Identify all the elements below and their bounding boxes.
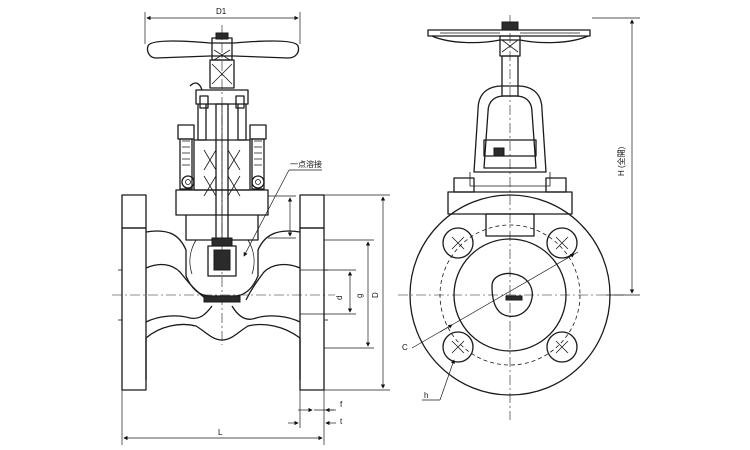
front-view: 一点溶接 D1 d g D <box>112 7 390 445</box>
dim-H: H (全開) <box>592 17 640 296</box>
t-label: t <box>340 417 343 426</box>
dim-d-g-D: d g D <box>300 194 390 391</box>
d-label: d <box>335 296 344 300</box>
yoke-side <box>469 55 551 187</box>
flanges-front <box>118 194 328 391</box>
stem-yoke-front <box>189 59 249 241</box>
D-label: D <box>371 292 380 298</box>
dim-f-t-L: f t L <box>121 390 343 445</box>
dim-C: C <box>402 251 579 352</box>
side-view: C h H (全開) <box>398 15 640 420</box>
body-front <box>145 230 301 380</box>
handwheel-front <box>146 32 300 61</box>
D1-label: D1 <box>216 7 227 16</box>
bonnet-nuts-side <box>447 177 573 237</box>
g-label: g <box>355 294 364 298</box>
bonnet-front <box>175 189 269 277</box>
L-label: L <box>218 428 223 437</box>
f-label: f <box>340 400 343 409</box>
dim-h: h <box>422 359 455 401</box>
handwheel-side <box>427 21 591 57</box>
flange-disc-side <box>409 194 611 396</box>
dim-D1: D1 <box>144 7 301 44</box>
dim-bonnet-height <box>268 195 296 239</box>
H-label: H (全開) <box>616 146 626 176</box>
C-label: C <box>402 343 408 352</box>
h-label: h <box>424 391 428 400</box>
gland-bolts-front <box>177 124 267 197</box>
spot-weld-callout: 一点溶接 <box>243 159 322 257</box>
spot-weld-label: 一点溶接 <box>290 159 322 169</box>
